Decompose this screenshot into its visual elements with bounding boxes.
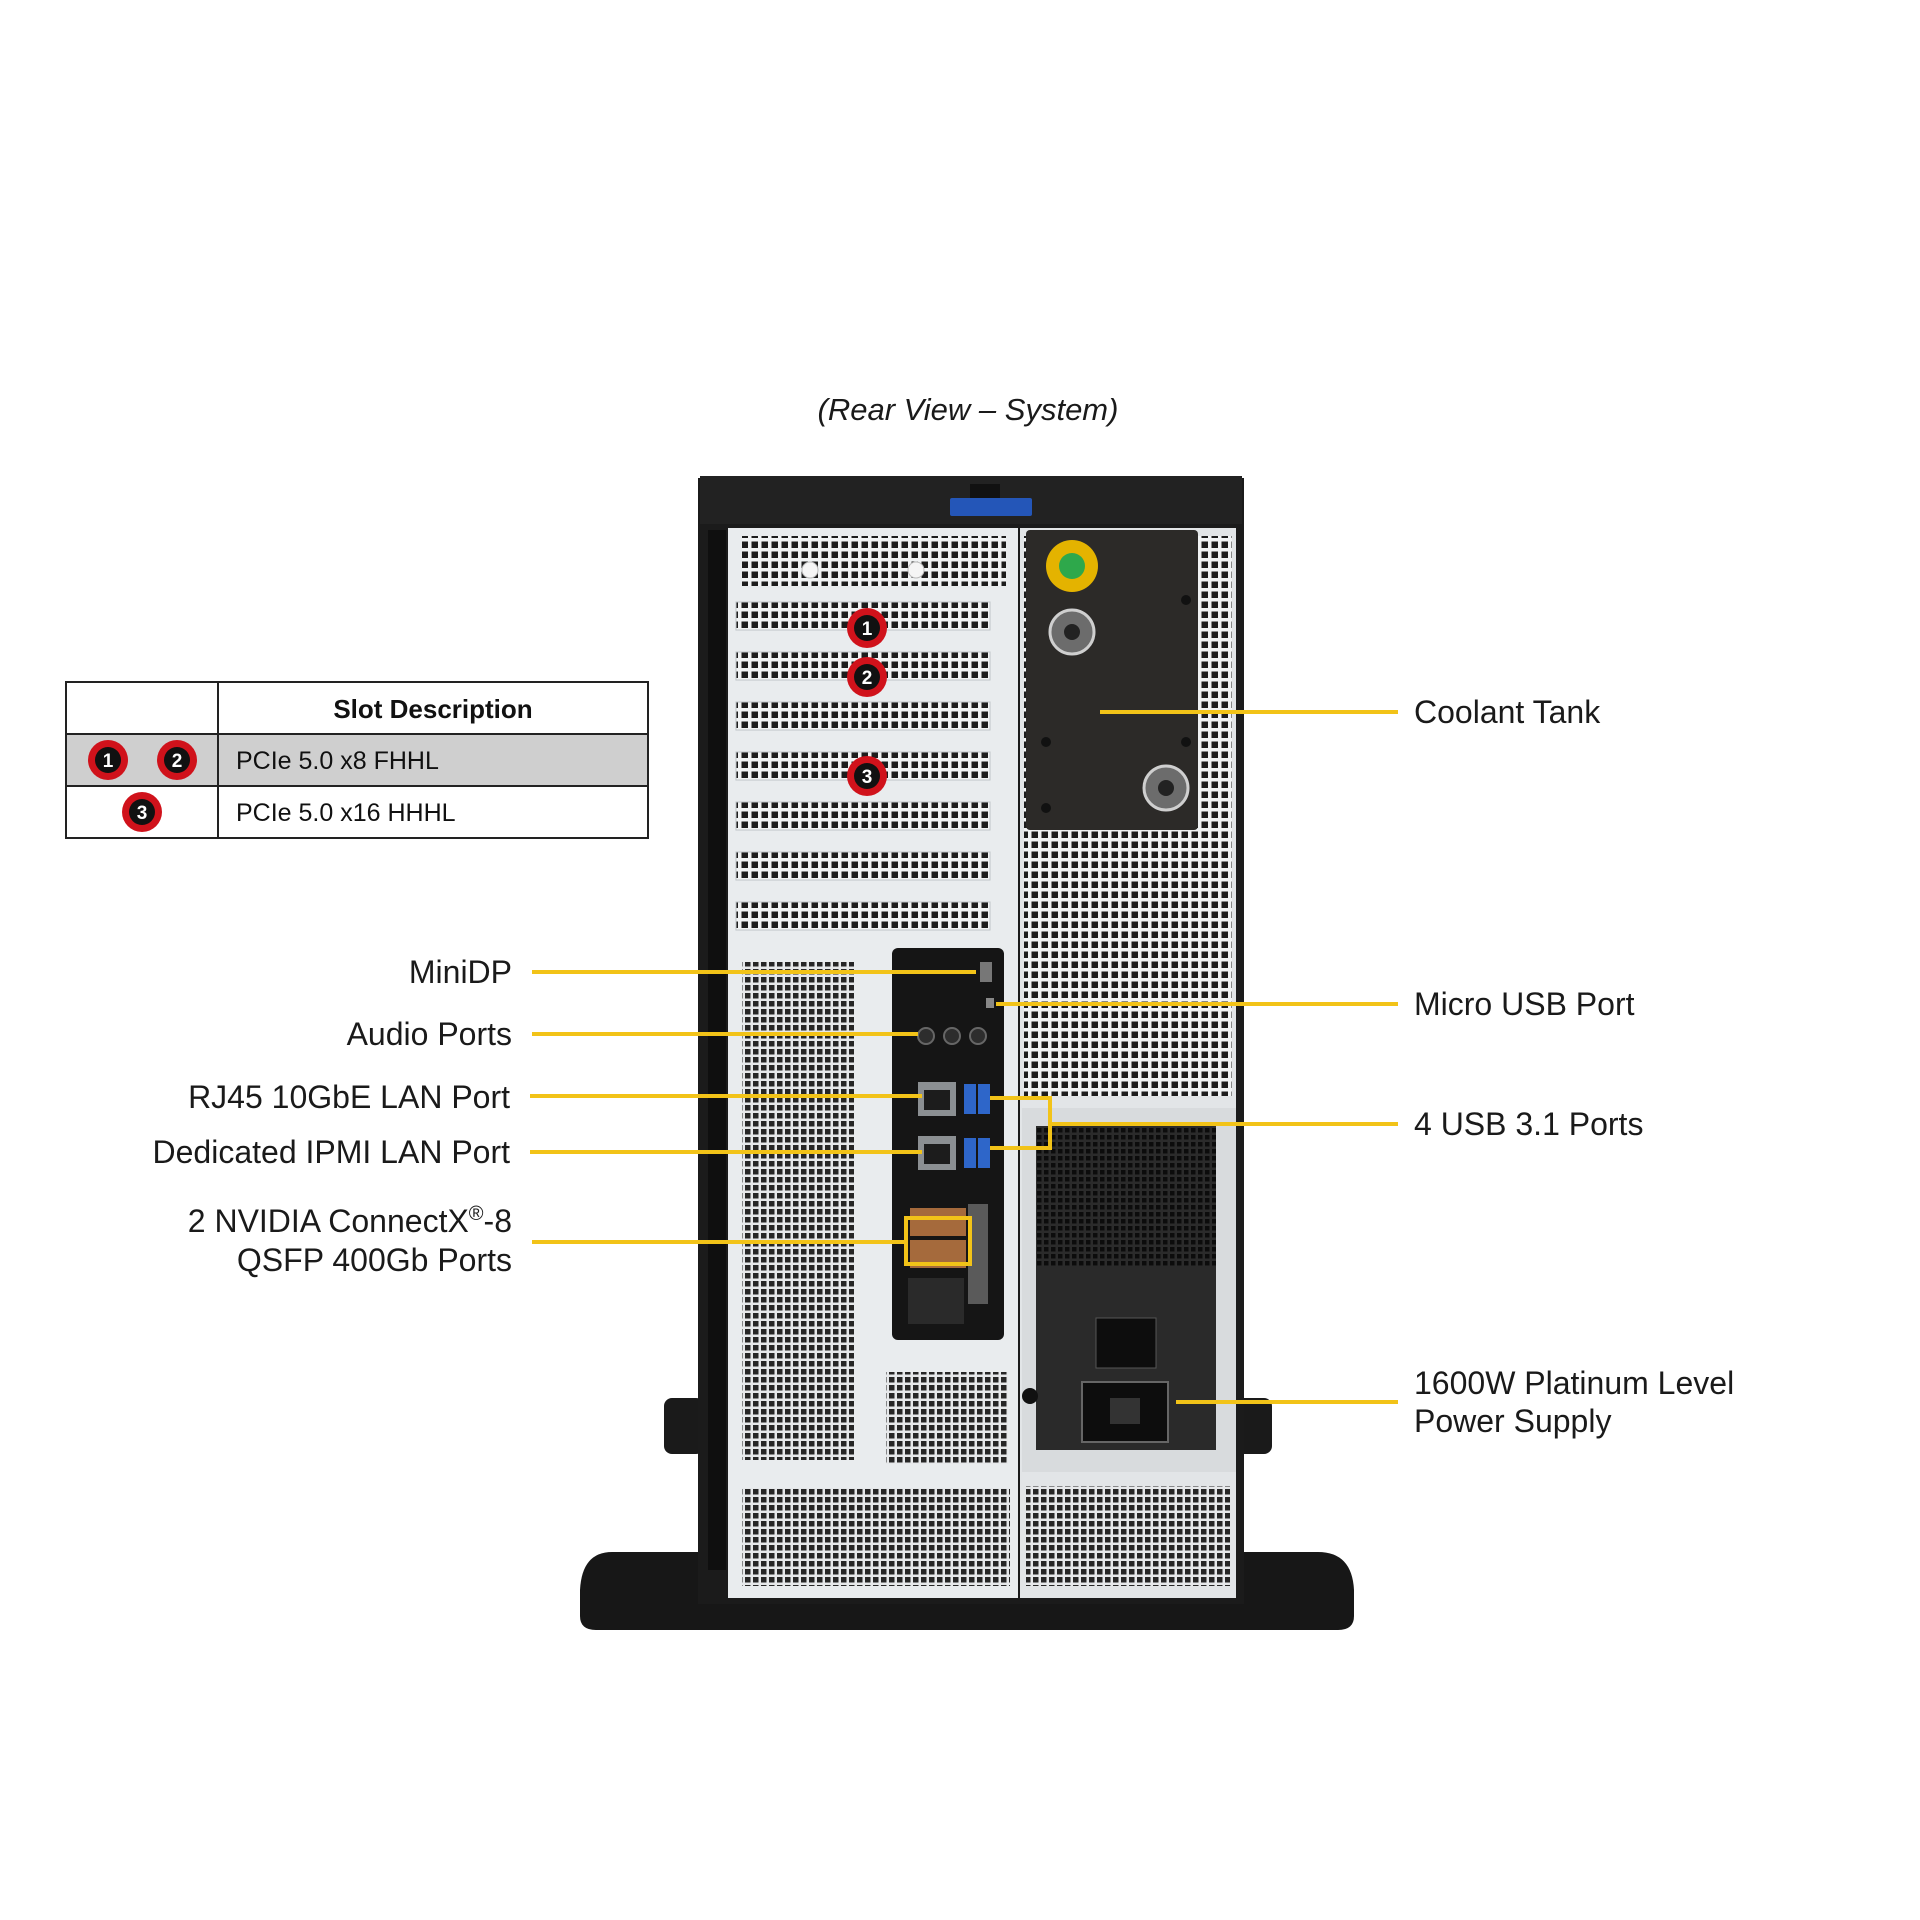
audio-jack-1 [917,1027,935,1045]
table-badge-1: 1 [88,740,128,780]
svg-text:1: 1 [103,751,114,772]
label-minidp: MiniDP [409,954,512,990]
qsfp-cage [968,1204,988,1304]
plate-screw-2 [1041,737,1051,747]
top-vent-screw-left [801,561,819,579]
micro-usb-port [986,998,994,1008]
label-micro-usb: Micro USB Port [1414,986,1635,1022]
ipmi-lan-jack [924,1144,950,1164]
svg-text:2: 2 [862,668,873,689]
qsfp-highlight-box [904,1216,972,1266]
psu-vent [1036,1126,1216,1266]
coolant-tank-plate [1026,530,1198,830]
psu-ac-inlet-socket [1110,1398,1140,1424]
usb31-port-1 [964,1084,976,1114]
label-psu-line1: 1600W Platinum Level [1414,1365,1734,1401]
callout-lines [530,710,1398,1404]
usb31-port-2 [978,1084,990,1114]
coolant-fitting-top-center [1064,624,1080,640]
top-vent-screw-right [907,561,925,579]
label-nvidia-connectx: 2 NVIDIA ConnectX®-8 [188,1203,512,1239]
top-latch-handle [950,498,1032,516]
top-latch-base [970,484,1000,498]
psu-latch [1022,1388,1038,1404]
bottom-right-vent [1026,1486,1230,1586]
svg-text:3: 3 [137,803,148,824]
left-rail [708,530,726,1570]
usb31-port-4 [978,1138,990,1168]
svg-text:2: 2 [172,751,183,772]
table-row-1-description: PCIe 5.0 x8 FHHL [236,747,439,775]
table-row-2-description: PCIe 5.0 x16 HHHL [236,799,456,827]
rj45-10gbe-jack [924,1090,950,1110]
bottom-left-vent [742,1488,1010,1586]
label-audio-ports: Audio Ports [347,1016,512,1052]
label-qsfp-ports: QSFP 400Gb Ports [237,1242,512,1278]
coolant-fitting-bottom-center [1158,780,1174,796]
svg-text:3: 3 [862,767,873,788]
audio-jack-3 [969,1027,987,1045]
label-rj45-lan: RJ45 10GbE LAN Port [188,1079,510,1115]
io-lower-block [908,1278,964,1324]
label-coolant-tank: Coolant Tank [1414,694,1601,730]
coolant-fill-cap-inner [1059,553,1085,579]
usb31-port-3 [964,1138,976,1168]
plate-screw-1 [1181,595,1191,605]
slot-badge-3: 3 [847,756,887,796]
chassis-side-stub-left [664,1398,704,1454]
label-ipmi-lan: Dedicated IPMI LAN Port [153,1134,511,1170]
svg-text:1: 1 [862,619,873,640]
lower-left-vent [742,962,854,1460]
plate-screw-4 [1041,803,1051,813]
diagram-caption: (Rear View – System) [818,392,1119,427]
table-header-cell [65,681,649,735]
table-header-label: Slot Description [333,694,532,724]
slot-badge-1: 1 [847,608,887,648]
psu-switch [1095,1317,1157,1369]
table-badge-2: 2 [157,740,197,780]
table-row-2 [65,785,649,839]
label-psu-line2: Power Supply [1414,1403,1611,1439]
top-vent [742,536,1006,586]
bottom-center-vent [886,1372,1008,1464]
qsfp-port-1 [910,1208,966,1236]
plate-screw-3 [1181,737,1191,747]
table-badge-3: 3 [122,792,162,832]
slot-description-table: Slot Description 1 2 PCIe 5.0 x8 FHHL 3 … [65,681,649,839]
label-usb31-ports: 4 USB 3.1 Ports [1414,1106,1643,1142]
minidp-port [980,962,992,982]
slot-badge-2: 2 [847,657,887,697]
server-chassis: 1 2 3 [580,476,1354,1630]
pcie-slot-covers [735,601,991,931]
audio-jack-2 [943,1027,961,1045]
